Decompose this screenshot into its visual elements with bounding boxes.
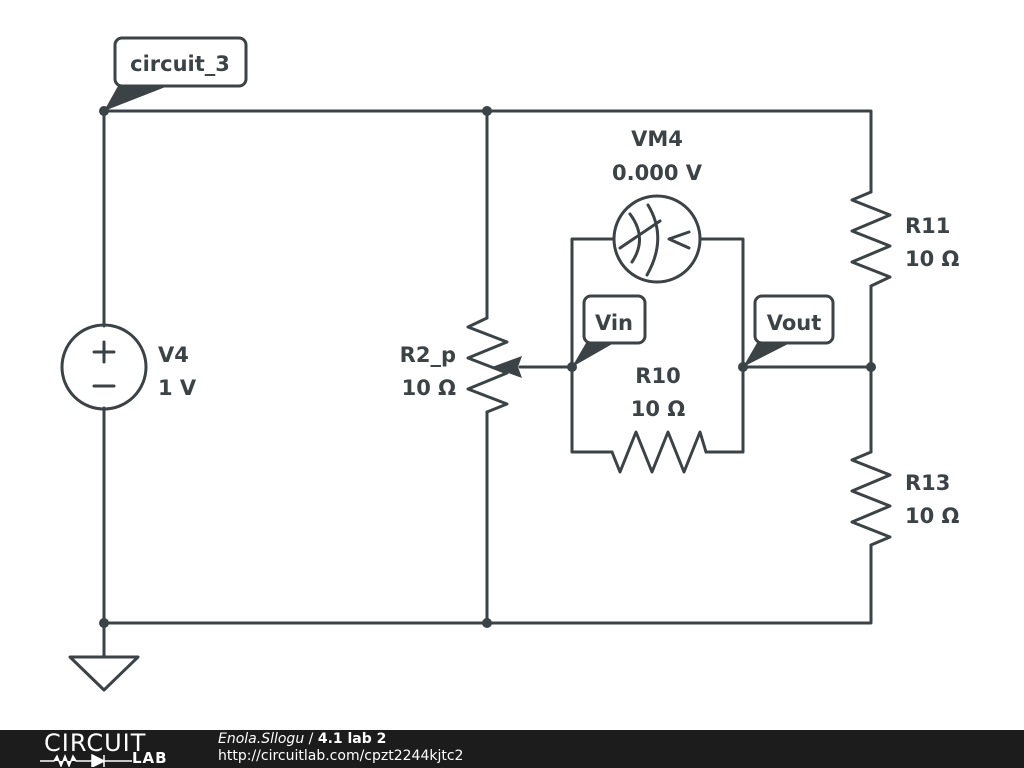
- circuit-url[interactable]: http://circuitlab.com/cpzt2244kjtc2: [218, 748, 464, 764]
- r11-value: 10 Ω: [905, 247, 960, 271]
- resistor-R10[interactable]: R10 10 Ω: [610, 364, 708, 474]
- junction-dot: [99, 618, 109, 628]
- net-label-vout[interactable]: Vout: [743, 294, 835, 367]
- voltage-source-V4[interactable]: V4 1 V: [60, 323, 197, 411]
- net-label-vin[interactable]: Vin: [572, 294, 647, 367]
- separator: /: [304, 731, 318, 747]
- net-label-text: circuit_3: [130, 52, 230, 76]
- r10-value: 10 Ω: [631, 397, 686, 421]
- potentiometer-icon: [466, 316, 509, 414]
- voltmeter-icon: [612, 194, 702, 284]
- r2p-name: R2_p: [400, 343, 456, 367]
- junction-dot: [866, 362, 876, 372]
- net-label-box: [113, 36, 248, 88]
- wire-top: [102, 109, 873, 194]
- potentiometer-R2_p[interactable]: R2_p 10 Ω: [400, 316, 522, 414]
- net-label-box: [582, 294, 647, 345]
- resistor-icon: [850, 450, 892, 547]
- voltmeter-VM4[interactable]: VM4 0.000 V: [612, 127, 703, 284]
- logo-text-bottom: LAB: [132, 749, 168, 767]
- v4-value: 1 V: [158, 376, 197, 400]
- net-label-pointer: [104, 86, 168, 111]
- voltmeter-arc-icon: [618, 203, 662, 277]
- resistor-diode-icon: [40, 753, 132, 767]
- resistor-icon: [850, 190, 892, 288]
- voltage-source-icon: [60, 323, 148, 411]
- net-label-text: Vout: [767, 311, 822, 335]
- r10-name: R10: [635, 364, 680, 388]
- wire-vout-loop: [698, 237, 745, 454]
- r13-name: R13: [905, 471, 950, 495]
- net-label-pointer: [572, 343, 614, 367]
- resistor-R13[interactable]: R13 10 Ω: [850, 450, 960, 547]
- plus-icon: [92, 340, 116, 364]
- ground-icon: [68, 655, 140, 692]
- resistor-R11[interactable]: R11 10 Ω: [850, 190, 960, 288]
- voltmeter-v-icon: [667, 230, 691, 250]
- junction-dot: [482, 618, 492, 628]
- r13-value: 10 Ω: [905, 504, 960, 528]
- vm4-name: VM4: [631, 127, 683, 151]
- wires: [102, 109, 873, 659]
- net-label-circuit_3[interactable]: circuit_3: [104, 36, 248, 111]
- net-label-box: [753, 294, 835, 345]
- footer-bar: CIRCUIT LAB Enola.Sllogu / 4.1 lab 2 htt…: [0, 729, 1024, 768]
- wire-vin-loop: [570, 237, 616, 454]
- net-label-text: Vin: [595, 311, 633, 335]
- author-link[interactable]: Enola.Sllogu: [218, 731, 305, 747]
- circuit-info: Enola.Sllogu / 4.1 lab 2 http://circuitl…: [218, 731, 463, 765]
- circuitlab-logo[interactable]: CIRCUIT LAB: [40, 729, 180, 767]
- net-label-pointer: [743, 343, 790, 367]
- r11-name: R11: [905, 214, 950, 238]
- resistor-icon: [610, 430, 708, 474]
- circuit-schematic: V4 1 V R2_p 10 Ω VM4 0.000 V R10 10 Ω R1…: [60, 36, 960, 692]
- vm4-reading: 0.000 V: [612, 161, 703, 185]
- wire-bottom: [102, 543, 873, 625]
- circuit-title[interactable]: 4.1 lab 2: [317, 731, 387, 747]
- v4-name: V4: [158, 343, 189, 367]
- r2p-value: 10 Ω: [402, 376, 457, 400]
- logo-text-top: CIRCUIT: [44, 729, 147, 757]
- wiper-arrow-icon: [492, 356, 522, 378]
- junction-dot: [482, 106, 492, 116]
